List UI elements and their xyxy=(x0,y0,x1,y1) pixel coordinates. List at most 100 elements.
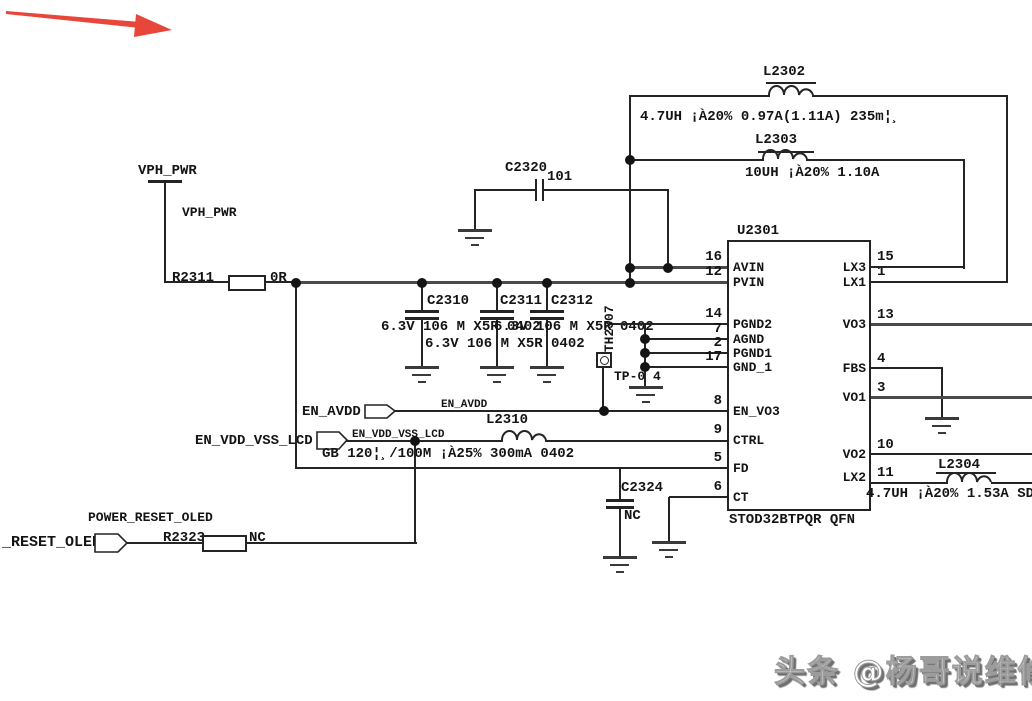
wire xyxy=(1006,95,1008,283)
en-vdd-vss-lcd-net-label: EN_VDD_VSS_LCD xyxy=(352,429,445,441)
wire xyxy=(421,320,423,367)
pin-number: 3 xyxy=(877,380,886,396)
inductor-coil-icon xyxy=(762,149,808,160)
wire xyxy=(295,283,297,469)
wire-vo2 xyxy=(871,453,1032,455)
u2301-part-number: STOD32BTPQR QFN xyxy=(729,512,856,528)
pin-number: 13 xyxy=(877,307,894,323)
pin-number: 6 xyxy=(713,479,722,495)
wire-avin xyxy=(630,266,728,269)
resistor-r2323 xyxy=(202,535,247,552)
wire xyxy=(669,496,728,498)
test-point-th2307 xyxy=(596,352,612,368)
junction-dot xyxy=(291,278,301,288)
resistor-r2311 xyxy=(228,275,266,291)
ground-symbol xyxy=(458,229,492,247)
wire-fbs xyxy=(871,367,943,369)
capacitor-c2311 xyxy=(480,317,514,320)
en-avdd-net-label: EN_AVDD xyxy=(441,399,488,411)
wire xyxy=(421,283,423,311)
cap-value-text: 6.3V 106 M X5R 0402 xyxy=(425,336,585,352)
wire-vo3 xyxy=(871,323,1032,326)
junction-dot xyxy=(640,362,650,372)
junction-dot xyxy=(625,155,635,165)
pin-label: FBS xyxy=(842,361,866,376)
red-arrow-annotation xyxy=(6,11,172,37)
pin-number: 16 xyxy=(705,249,722,265)
capacitor-c2310 xyxy=(405,317,439,320)
pin-number: 9 xyxy=(713,422,722,438)
pin-label: LX1 xyxy=(842,275,866,290)
junction-dot xyxy=(542,278,552,288)
wire xyxy=(667,189,669,268)
l2302-ref: L2302 xyxy=(763,64,806,80)
wire xyxy=(963,159,965,269)
cap-value-text: 6.3V 106 M X5R 0402 xyxy=(381,319,541,335)
junction-dot xyxy=(492,278,502,288)
pin-label: FD xyxy=(733,461,749,476)
r2311-ref: R2311 xyxy=(172,270,215,286)
pin-label: LX3 xyxy=(842,260,866,275)
wire xyxy=(127,542,202,544)
capacitor-c2324 xyxy=(606,499,634,502)
pin-label: AVIN xyxy=(733,260,765,275)
pin-label: PVIN xyxy=(733,275,765,290)
c2312-ref: C2312 xyxy=(551,293,594,309)
net-port-flag-icon xyxy=(94,533,128,553)
wire xyxy=(346,440,503,442)
pin-label: CTRL xyxy=(733,433,765,448)
wire xyxy=(611,323,728,325)
wire xyxy=(545,440,728,442)
c2320-value: 101 xyxy=(547,169,573,185)
pin-number: 2 xyxy=(713,335,722,351)
wire xyxy=(645,366,728,368)
l2304-value: 4.7UH ¡À20% 1.53A SD xyxy=(866,486,1032,502)
pin-number: 11 xyxy=(877,465,894,481)
wire-vo1 xyxy=(871,396,1032,399)
wire xyxy=(414,441,416,544)
pin-label: VO2 xyxy=(842,447,866,462)
pin-number: 15 xyxy=(877,249,894,265)
label-underline xyxy=(758,151,814,153)
wire xyxy=(164,281,228,283)
r2323-value: NC xyxy=(249,530,266,546)
pin-number: 7 xyxy=(713,321,722,337)
capacitor-c2320 xyxy=(535,179,537,201)
vph-pwr-power-label: VPH_PWR xyxy=(138,163,197,179)
pin-label: CT xyxy=(733,490,749,505)
th2307-ref: TH2307 xyxy=(601,305,617,353)
wire xyxy=(544,189,668,191)
l2310-ref: L2310 xyxy=(486,412,529,428)
capacitor-c2311 xyxy=(480,310,514,313)
l2302-value: 4.7UH ¡À20% 0.97A(1.11A) 235m¦¸ xyxy=(640,109,901,125)
pin-label: VO3 xyxy=(842,317,866,332)
capacitor-c2310 xyxy=(405,310,439,313)
vph-pwr-net-label: VPH_PWR xyxy=(182,205,237,220)
wire xyxy=(991,482,1032,484)
c2320-ref: C2320 xyxy=(505,160,548,176)
junction-dot xyxy=(625,263,635,273)
wire xyxy=(546,320,548,367)
c2324-ref: C2324 xyxy=(621,480,664,496)
pin-label: PGND1 xyxy=(733,346,773,361)
wire xyxy=(394,410,728,412)
tp-label: TP-0 4 xyxy=(614,369,661,384)
pin-label: AGND xyxy=(733,332,765,347)
r2323-ref: R2323 xyxy=(163,530,206,546)
wire xyxy=(668,497,670,542)
wire xyxy=(496,283,498,311)
power-bar-symbol xyxy=(148,180,182,183)
inductor-coil-icon xyxy=(768,85,814,96)
ground-symbol xyxy=(530,366,564,384)
capacitor-c2324 xyxy=(606,506,634,509)
r2311-value: 0R xyxy=(270,270,287,286)
ground-symbol xyxy=(405,366,439,384)
en-avdd-port-label: EN_AVDD xyxy=(302,404,361,420)
inductor-coil-icon xyxy=(501,430,547,441)
wire xyxy=(812,95,1008,97)
pin-number: 8 xyxy=(713,393,722,409)
wire xyxy=(619,468,621,500)
pin-number: 5 xyxy=(713,450,722,466)
wire xyxy=(645,352,728,354)
capacitor-c2312 xyxy=(530,310,564,313)
